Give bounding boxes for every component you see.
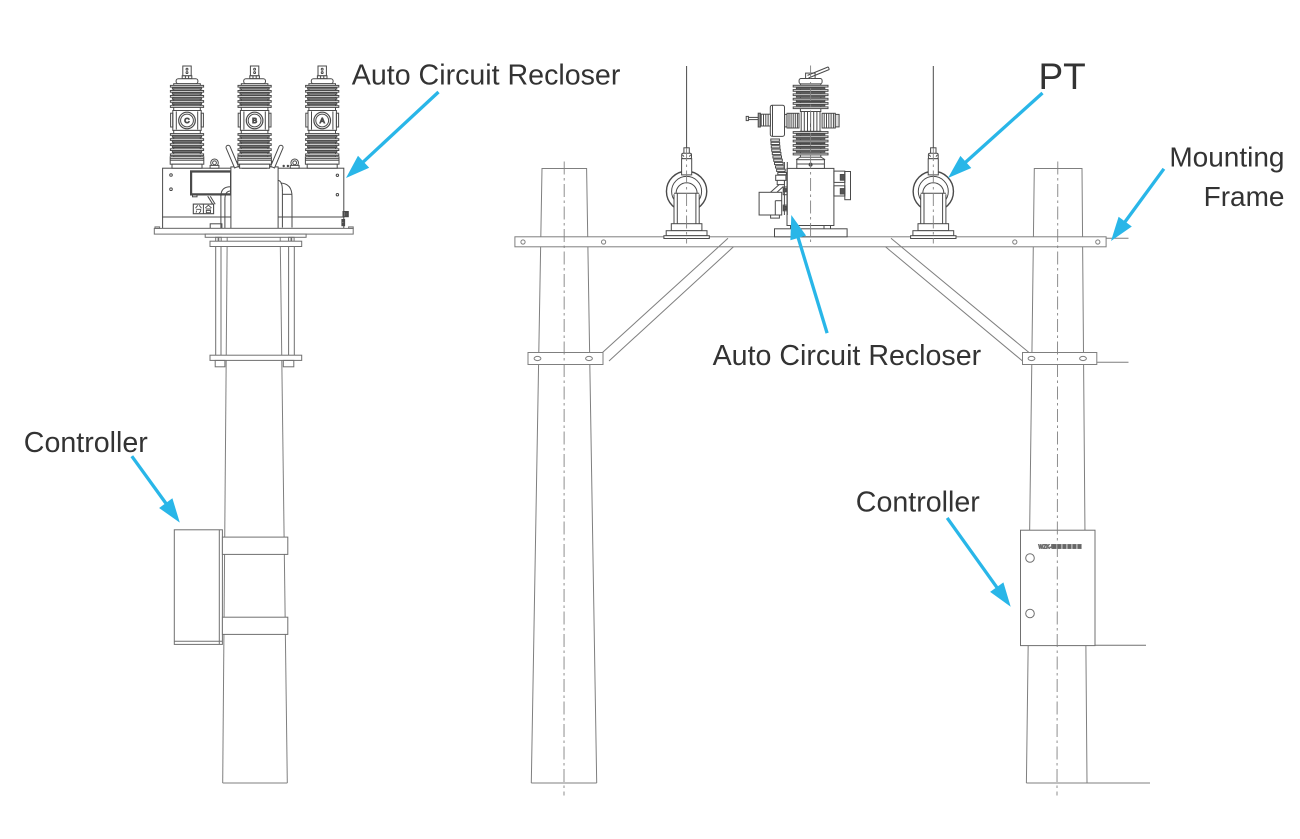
svg-text:Mounting: Mounting <box>1169 141 1284 172</box>
svg-text:Controller: Controller <box>856 486 980 518</box>
svg-text:PT: PT <box>1039 56 1086 97</box>
svg-text:Auto Circuit Recloser: Auto Circuit Recloser <box>713 340 982 372</box>
svg-text:A: A <box>320 116 325 125</box>
svg-text:WZK-5: WZK-5 <box>1039 545 1055 551</box>
svg-text:Frame: Frame <box>1204 181 1285 212</box>
svg-text:Controller: Controller <box>24 427 148 459</box>
svg-text:Auto Circuit Recloser: Auto Circuit Recloser <box>352 59 621 91</box>
svg-text:C: C <box>184 116 190 125</box>
svg-text:B: B <box>252 116 257 125</box>
